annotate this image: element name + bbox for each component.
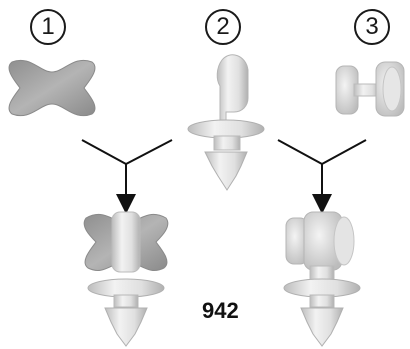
part-2-push-pin xyxy=(187,54,265,191)
result-assembly-2-3 xyxy=(283,211,361,347)
step-3-badge: 3 xyxy=(354,9,390,45)
connector-right xyxy=(277,139,367,214)
step-1-badge: 1 xyxy=(30,9,66,45)
part-1-x-pad xyxy=(8,59,96,117)
part-3-spool-cap xyxy=(335,61,405,117)
part-number-label: 942 xyxy=(202,298,239,323)
connector-left xyxy=(81,139,173,214)
step-2-badge: 2 xyxy=(205,9,241,45)
result-assembly-1-2 xyxy=(83,211,169,347)
